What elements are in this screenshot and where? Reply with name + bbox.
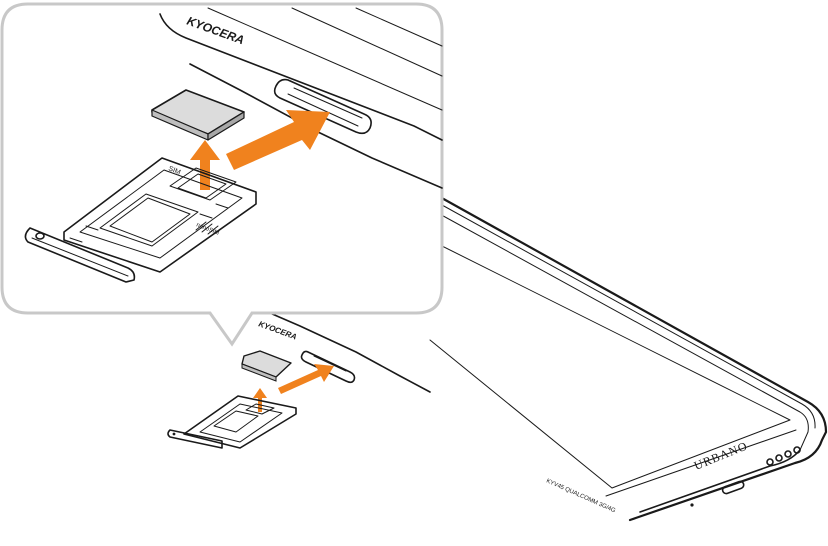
large-sim-card — [151, 89, 245, 141]
small-sim-card — [241, 350, 292, 378]
card-slot — [273, 78, 372, 135]
tray-label-sim: SIM — [167, 165, 181, 176]
small-sim-tray — [167, 395, 297, 449]
lift-arrow-icon — [190, 140, 220, 190]
phone-model-name: URBANO — [692, 439, 750, 473]
sim-tray — [24, 157, 257, 283]
zoom-callout — [0, 2, 444, 347]
insert-arrow-icon — [226, 110, 330, 170]
phone-body — [262, 195, 828, 522]
small-insert-arrow-icon — [278, 364, 334, 394]
